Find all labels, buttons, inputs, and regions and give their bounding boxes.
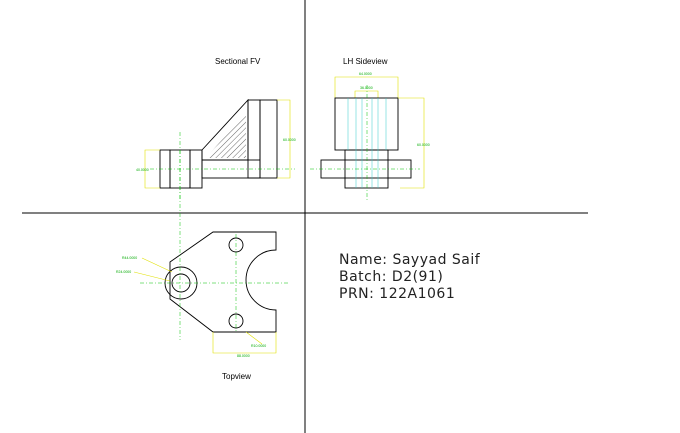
student-batch: Batch: D2(91)	[339, 269, 443, 285]
side-top-text: 64.0000	[359, 72, 372, 76]
side-inner-text: 36.0000	[360, 86, 373, 90]
upright-section	[247, 99, 261, 179]
leader-r3	[245, 331, 263, 345]
fv-base-text: 40.0000	[136, 168, 149, 172]
side-height-text: 60.0000	[417, 143, 430, 147]
side-height-dim	[398, 97, 425, 189]
top-view: Topview R44.0000 R24.0000 R10.0000 88.00…	[116, 150, 288, 381]
top-outline	[169, 231, 277, 333]
topview-label: Topview	[222, 372, 251, 381]
side-inner-dim	[354, 90, 379, 98]
leader-r1	[141, 257, 173, 273]
leader-r2	[133, 271, 171, 282]
fv-height-text: 60.0000	[283, 138, 296, 142]
upright-face	[259, 99, 278, 179]
boss-inner-circle	[171, 273, 191, 293]
lh-sideview-label: LH Sideview	[343, 57, 388, 66]
fv-base-dim	[144, 149, 160, 189]
fv-height-dim	[277, 99, 291, 179]
rib-hatch	[206, 112, 246, 158]
sectional-fv-label: Sectional FV	[215, 57, 261, 66]
student-prn: PRN: 122A1061	[339, 286, 455, 302]
top-len-dim	[212, 332, 277, 354]
sectional-front-view: Sectional FV 60.0000 40.0000	[136, 57, 296, 200]
top-r2-text: R24.0000	[116, 270, 131, 274]
lh-side-view: LH Sideview 64.0000 36.0000 60.0000	[310, 57, 430, 200]
side-upright	[334, 97, 399, 151]
top-r1-text: R44.0000	[122, 256, 137, 260]
top-len-text: 88.0000	[237, 354, 250, 358]
title-block: Name: Sayyad Saif Batch: D2(91) PRN: 122…	[339, 252, 481, 302]
top-r3-text: R10.0000	[251, 344, 266, 348]
student-name: Name: Sayyad Saif	[339, 252, 481, 268]
side-top-dim	[334, 76, 399, 98]
